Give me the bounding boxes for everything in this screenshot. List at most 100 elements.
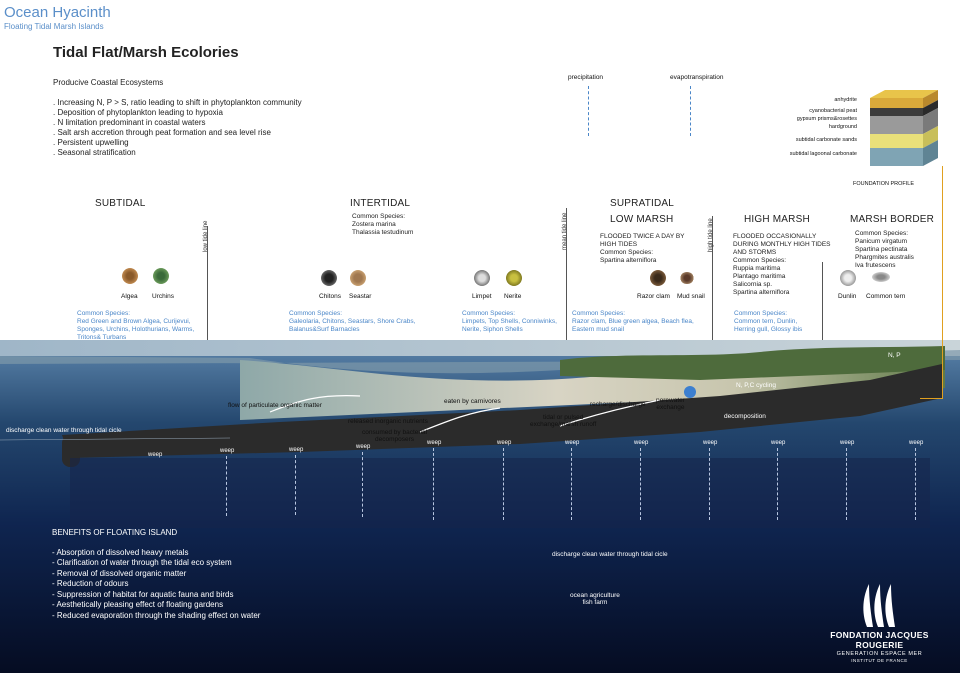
evapotranspiration-arrow	[690, 86, 691, 136]
intro-item: . Salt arsh accretion through peat forma…	[53, 128, 271, 137]
brand-title: Ocean Hyacinth	[4, 4, 111, 21]
profile-connector-horizontal	[920, 398, 943, 399]
zone-title-intertidal: INTERTIDAL	[350, 198, 411, 209]
brand-block: Ocean Hyacinth Floating Tidal Marsh Isla…	[4, 4, 111, 31]
page-title: Tidal Flat/Marsh Ecolories	[53, 44, 239, 61]
weep-drip	[777, 448, 778, 520]
intro-item: . N limitation predominant in coastal wa…	[53, 118, 206, 127]
low-marsh-common: Common Species: Razor clam, Blue green a…	[572, 310, 694, 333]
high-marsh-desc: FLOODED OCCASIONALLY DURING MONTHLY HIGH…	[733, 233, 831, 296]
nutrients-label: released inorganic nutrients	[348, 418, 428, 425]
profile-layer-label: cyanobacterial peat	[809, 108, 857, 114]
benefit-item: - Reduced evaporation through the shadin…	[52, 610, 261, 620]
benefit-item: - Aesthetically pleasing effect of float…	[52, 600, 224, 609]
species-label: Seastar	[349, 293, 372, 300]
tidal-exchange-label: tidal or pulsed exchange/marsh runoff	[530, 414, 597, 428]
brand-subtitle: Floating Tidal Marsh Islands	[4, 22, 104, 31]
agriculture-label: ocean agriculture fish farm	[570, 592, 620, 606]
weep-drip	[503, 448, 504, 520]
species-label: Nerite	[504, 293, 522, 300]
benefit-item: - Absorption of dissolved heavy metals	[52, 547, 189, 557]
flow-label: flow of particulate organic matter	[228, 402, 322, 409]
intertidal-desc: Common Species: Zostera marina Thalassia…	[352, 213, 414, 236]
intro-block: Producive Coastal Ecosystems . Increasin…	[53, 78, 302, 158]
weep-drip	[226, 456, 227, 516]
logo-name: FONDATION JACQUES ROUGERIE	[830, 630, 929, 650]
landscape-section	[0, 340, 960, 673]
evapotranspiration-label: evapotranspiration	[670, 74, 724, 81]
precipitation-label: precipitation	[568, 74, 604, 81]
low-tide-line	[207, 226, 208, 441]
zone-title-high-marsh: HIGH MARSH	[744, 214, 810, 225]
weep-drip	[295, 455, 296, 515]
np-label: N, P	[888, 352, 901, 359]
weep-drip	[640, 448, 641, 520]
decomposition-label: decomposition	[724, 413, 766, 420]
low-tide-label: low tide line	[203, 220, 209, 252]
species-label: Chitons	[319, 293, 342, 300]
porewater-label: porewater exchange	[656, 397, 685, 411]
benefit-item: - Suppression of habitat for aquatic fau…	[52, 589, 234, 599]
profile-caption: FOUNDATION PROFILE	[853, 181, 915, 187]
subtidal-common: Common Species: Red Green and Brown Alge…	[77, 310, 195, 341]
profile-layer-label: subtidal lagoonal carbonate	[789, 151, 857, 157]
weep-drip	[709, 448, 710, 520]
species-label: Urchins	[152, 293, 175, 300]
zone-title-supratidal: SUPRATIDAL	[610, 198, 675, 209]
cycling-label: N, P,C cycling	[736, 382, 776, 389]
benefit-item: - Clarification of water through the tid…	[52, 558, 232, 567]
mud-snail-icon	[680, 272, 694, 284]
profile-connector	[942, 166, 943, 398]
consumed-label: consumed by bacterial decomposers	[362, 429, 428, 443]
low-marsh-desc: FLOODED TWICE A DAY BY HIGH TIDES Common…	[600, 233, 685, 264]
weep-label: weep	[565, 440, 580, 446]
weep-drip	[571, 448, 572, 520]
eaten-label: eaten by carnivores	[444, 398, 501, 405]
weep-drip	[846, 448, 847, 520]
algea-icon	[122, 268, 138, 284]
weep-label: weep	[148, 452, 163, 458]
benefit-item: - Removal of dissolved organic matter	[52, 568, 187, 578]
species-label: Dunlin	[838, 293, 857, 300]
zone-title-marsh-border: MARSH BORDER	[850, 214, 935, 225]
zone-title-subtidal: SUBTIDAL	[95, 198, 146, 209]
zone-title-low-marsh: LOW MARSH	[610, 214, 674, 225]
logo-wave-icon	[862, 584, 895, 627]
species-label: Limpet	[472, 293, 492, 300]
weep-label: weep	[497, 440, 512, 446]
intro-heading: Producive Coastal Ecosystems	[53, 78, 164, 87]
benefits-block: BENEFITS OF FLOATING ISLAND - Absorption…	[52, 528, 260, 621]
intertidal-common-b: Common Species: Limpets, Top Shells, Con…	[462, 310, 557, 333]
discharge-center-label: discharge clean water through tidal cicl…	[552, 551, 668, 558]
mean-tide-line	[566, 208, 567, 408]
weep-label: weep	[427, 440, 442, 446]
benefits-heading: BENEFITS OF FLOATING ISLAND	[52, 528, 178, 537]
weep-label: weep	[220, 448, 235, 454]
intro-item: . Increasing N, P > S, ratio leading to …	[53, 98, 302, 107]
species-label: Razor clam	[637, 293, 670, 300]
logo-institute: INSTITUT DE FRANCE	[851, 658, 908, 663]
marsh-border-desc: Common Species: Panicum virgatum Spartin…	[855, 230, 914, 269]
weep-drip	[362, 452, 363, 517]
weep-label: weep	[703, 440, 718, 446]
mean-tide-label: mean tide line	[562, 212, 568, 250]
profile-layer-label: anhydrite	[834, 97, 857, 103]
weep-label: weep	[289, 447, 304, 453]
weep-label: weep	[634, 440, 649, 446]
common-tern-icon	[872, 272, 890, 282]
intro-item: . Deposition of phytoplankton leading to…	[53, 108, 223, 117]
high-tide-line	[712, 216, 713, 401]
intro-item: . Seasonal stratification	[53, 148, 136, 157]
razor-clam-icon	[650, 270, 666, 286]
chiton-icon	[321, 270, 337, 286]
dunlin-icon	[840, 270, 856, 286]
intro-item: . Persistent upwelling	[53, 138, 129, 147]
species-label: Common tern	[866, 293, 906, 300]
profile-layer-label: subtidal carbonate sands	[795, 137, 857, 143]
logo-tagline: GENERATION ESPACE MER	[836, 651, 923, 657]
weep-label: weep	[909, 440, 924, 446]
precipitation-arrow	[588, 86, 589, 136]
foundation-logo: FONDATION JACQUES ROUGERIE GENERATION ES…	[812, 582, 947, 663]
species-label: Mud snail	[677, 293, 705, 300]
species-label: Algea	[121, 293, 138, 300]
